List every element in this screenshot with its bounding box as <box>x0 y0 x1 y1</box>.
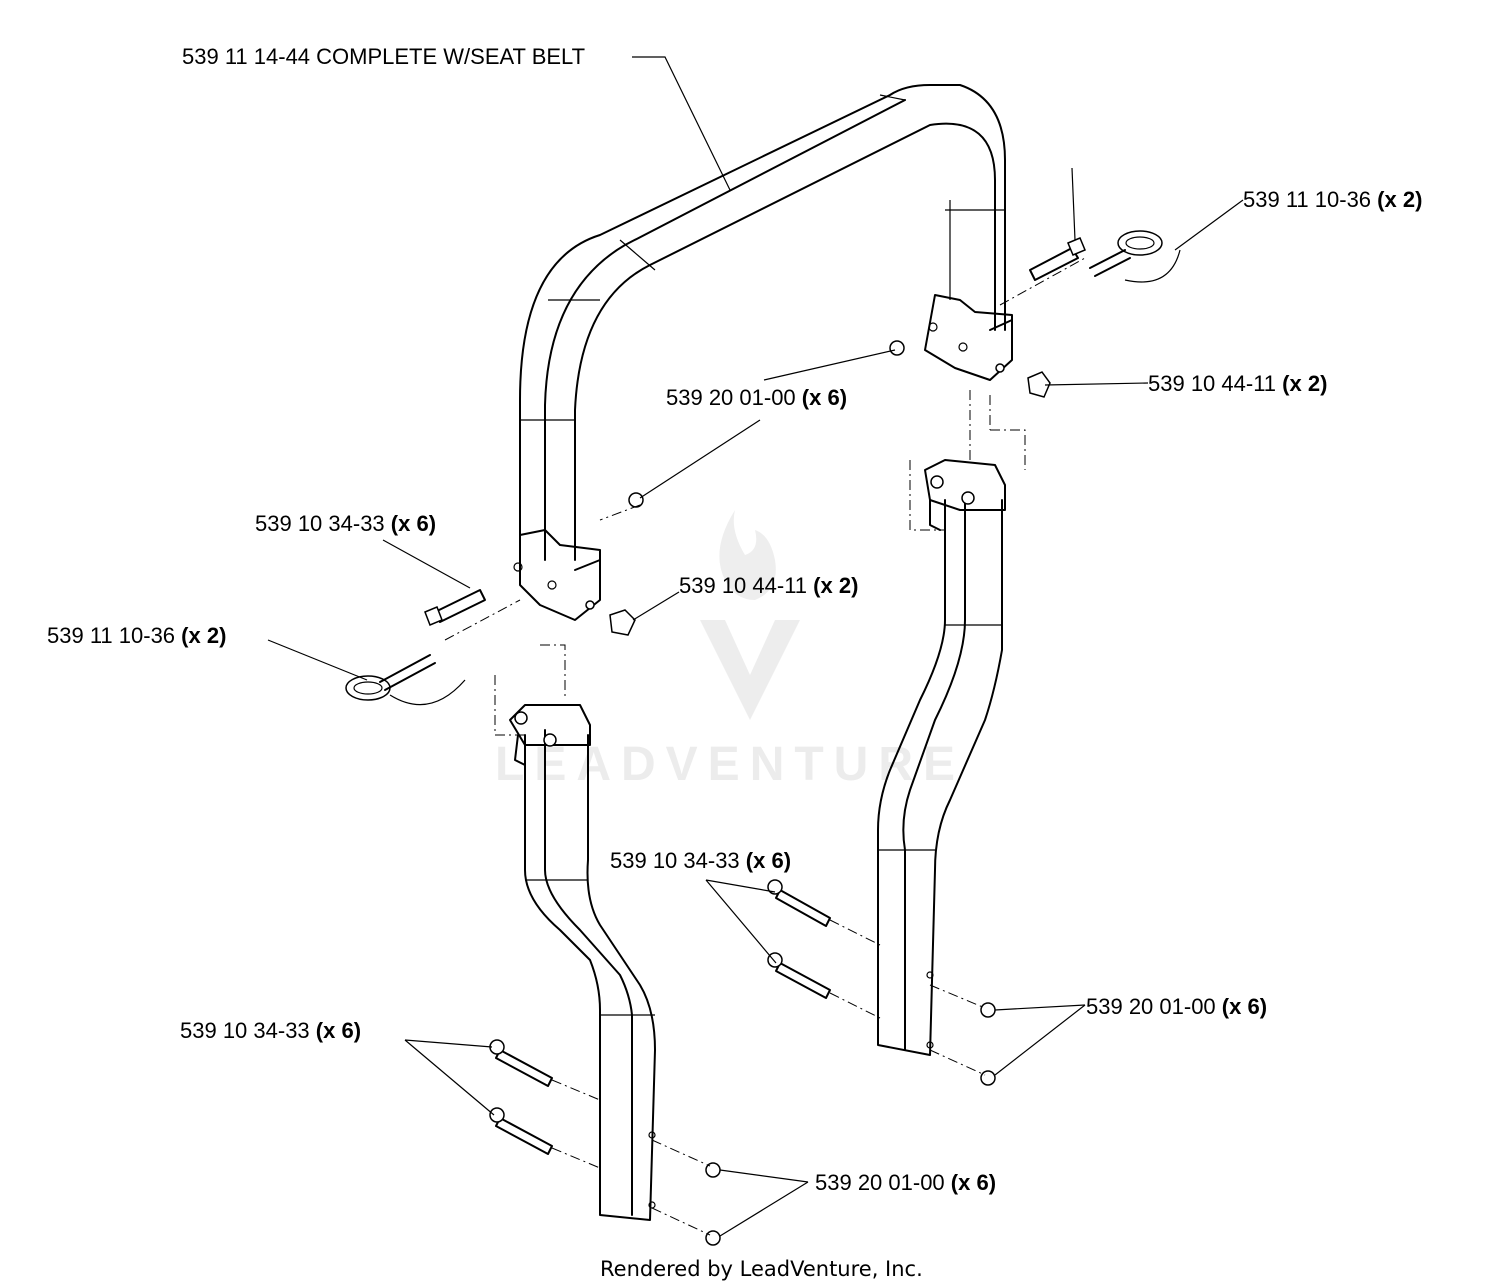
callout-bolt-right-lower: 539 10 34-33 (x 6) <box>610 848 791 873</box>
callout-knob-right: 539 10 44-11 (x 2) <box>1148 371 1327 396</box>
callout-pin-right: 539 11 10-36 (x 2) <box>1243 187 1422 212</box>
callout-bolt-upper: 539 10 34-33 (x 6) <box>255 511 436 536</box>
callout-pin-left: 539 11 10-36 (x 2) <box>47 623 226 648</box>
callout-bolt-left-lower: 539 10 34-33 (x 6) <box>180 1018 361 1043</box>
callouts: 539 11 14-44 COMPLETE W/SEAT BELT 539 11… <box>47 44 1422 1195</box>
watermark-text: LEADVENTURE <box>495 738 965 791</box>
left-lower-leg <box>494 644 656 1221</box>
leader-lines <box>267 56 1244 1237</box>
callout-knob-left: 539 10 44-11 (x 2) <box>679 573 858 598</box>
hardware <box>345 230 1181 1246</box>
callout-nut-right-lower: 539 20 01-00 (x 6) <box>1086 994 1267 1019</box>
callout-nut-upper: 539 20 01-00 (x 6) <box>666 385 847 410</box>
watermark: LEADVENTURE <box>495 510 965 791</box>
callout-complete-assembly: 539 11 14-44 COMPLETE W/SEAT BELT <box>182 44 585 69</box>
callout-nut-left-lower: 539 20 01-00 (x 6) <box>815 1170 996 1195</box>
rops-upper-hoop <box>513 84 1013 621</box>
right-lower-leg <box>877 390 1026 1056</box>
footer-credit: Rendered by LeadVenture, Inc. <box>600 1257 923 1281</box>
